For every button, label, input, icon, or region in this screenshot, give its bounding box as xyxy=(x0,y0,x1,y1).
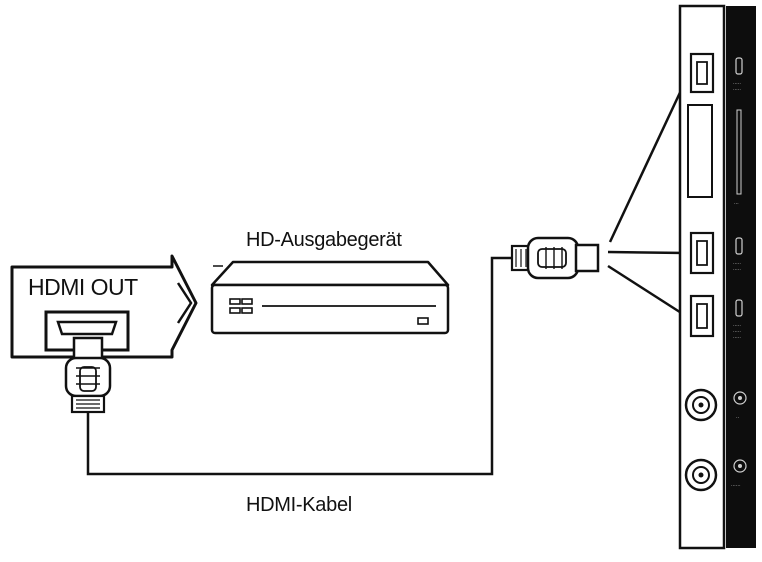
port-callout-lines xyxy=(607,83,687,318)
svg-text:..: .. xyxy=(736,414,740,420)
tv-rear-panel-icon: ..... ..... ... ..... ..... ..... ..... … xyxy=(678,4,756,550)
hdmi-plug-right-icon xyxy=(510,236,600,280)
svg-text:.....: ..... xyxy=(733,260,741,266)
hdmi-plug-left-icon xyxy=(64,336,112,414)
svg-text:...: ... xyxy=(734,200,739,206)
svg-text:......: ...... xyxy=(731,482,741,488)
hd-output-device-icon xyxy=(210,260,450,335)
svg-text:.....: ..... xyxy=(733,266,741,272)
hdmi-cable-line xyxy=(86,256,512,476)
svg-text:.....: ..... xyxy=(733,334,741,340)
svg-text:.....: ..... xyxy=(733,86,741,92)
cable-label: HDMI-Kabel xyxy=(246,494,352,516)
svg-text:.....: ..... xyxy=(733,322,741,328)
hdmi-out-label: HDMI OUT xyxy=(28,274,138,300)
svg-text:.....: ..... xyxy=(733,80,741,86)
svg-text:.....: ..... xyxy=(733,328,741,334)
device-label: HD-Ausgabegerät xyxy=(246,229,402,251)
